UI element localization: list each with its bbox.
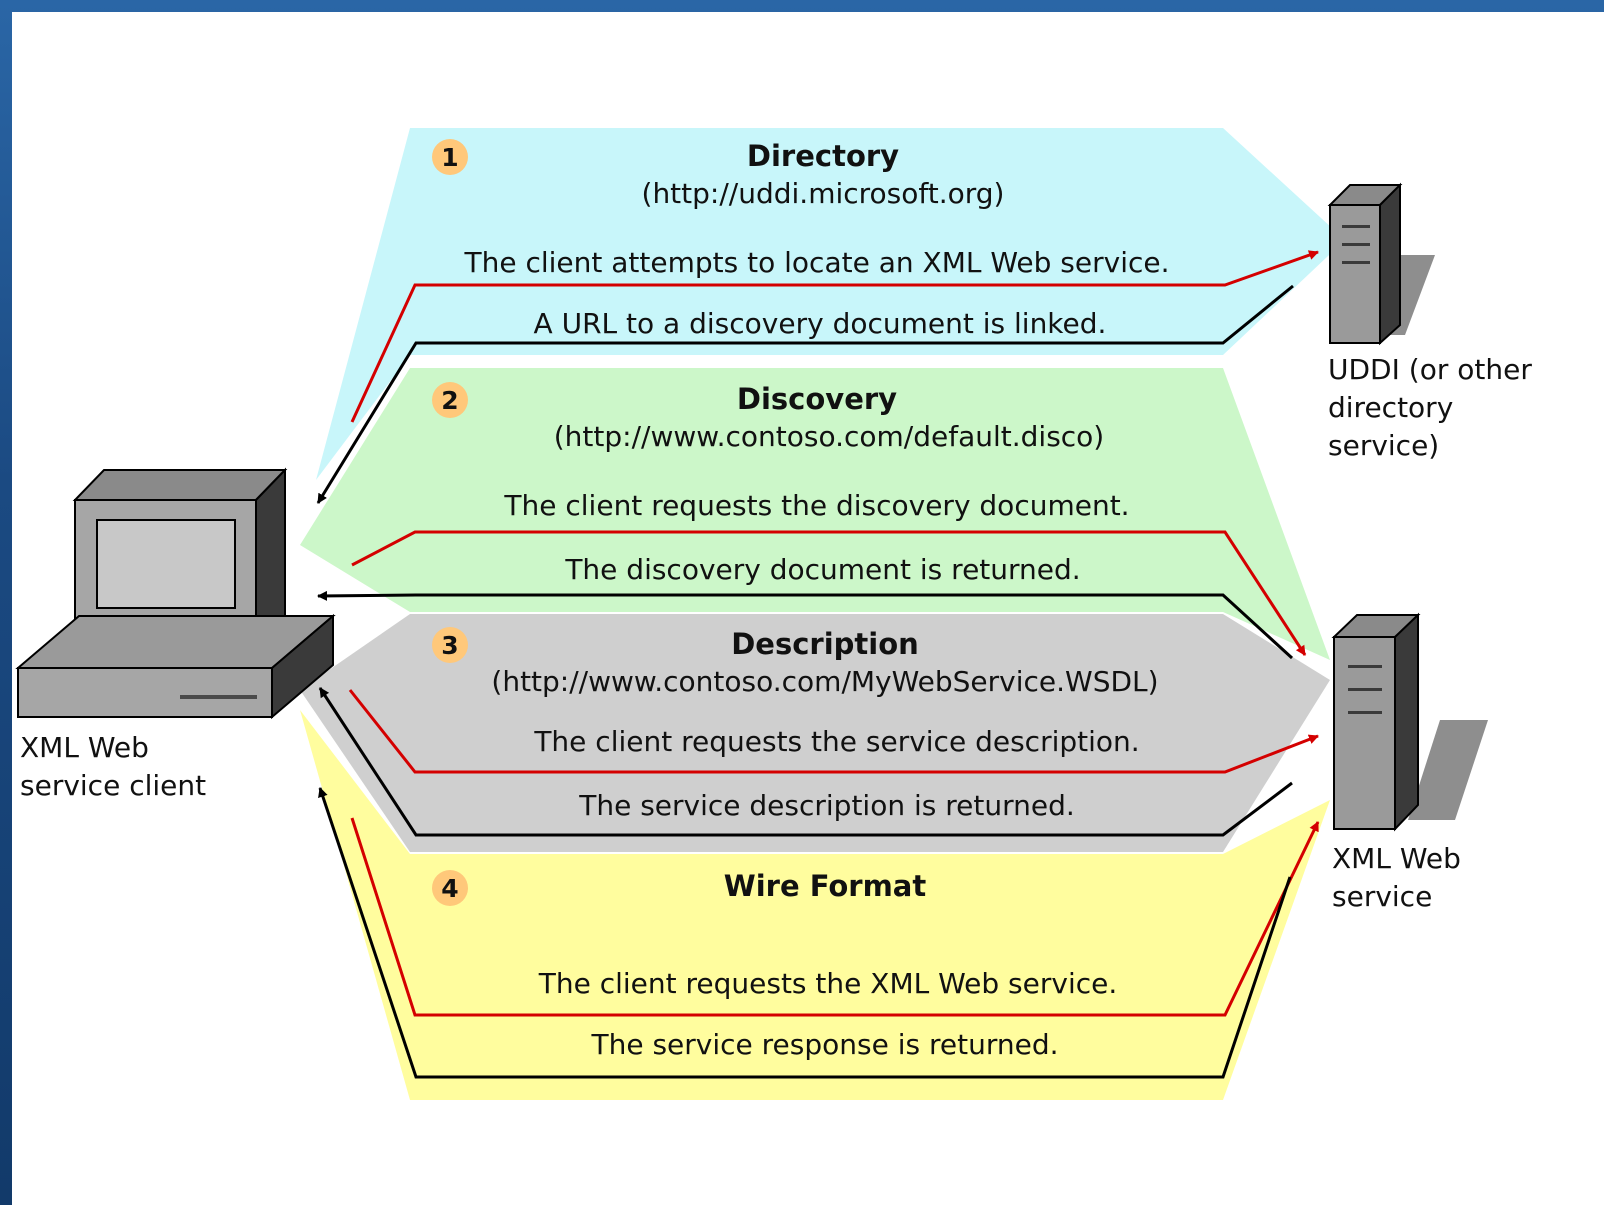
uddi-label-line-1: UDDI (or other (1328, 353, 1532, 386)
step-3-badge: 3 (432, 627, 468, 663)
directory-title: Directory (747, 139, 899, 173)
client-label-line-2: service client (20, 769, 206, 802)
description-band (300, 614, 1330, 852)
wire-response-arrow (318, 787, 1292, 1079)
wire-request-arrow (350, 817, 1320, 1017)
uddi-label-line-3: service) (1328, 429, 1439, 462)
description-request-arrow (348, 689, 1319, 774)
description-url: (http://www.contoso.com/MyWebService.WSD… (491, 665, 1158, 698)
web-service-label-line-1: XML Web (1332, 842, 1461, 875)
web-service-label-line-2: service (1332, 880, 1432, 913)
step-2-badge: 2 (432, 382, 468, 418)
directory-response-text: A URL to a discovery document is linked. (534, 307, 1107, 340)
discovery-url: (http://www.contoso.com/default.disco) (554, 420, 1104, 453)
description-title: Description (731, 627, 919, 661)
discovery-response-text: The discovery document is returned. (564, 553, 1080, 586)
wire-format-title: Wire Format (724, 869, 927, 903)
svg-text:1: 1 (441, 143, 458, 172)
uddi-label-line-2: directory (1328, 391, 1453, 424)
client-label-line-1: XML Web (20, 731, 149, 764)
step-1-badge: 1 (432, 139, 468, 175)
directory-response-arrow (316, 284, 1294, 504)
web-service-server-icon (1331, 612, 1488, 832)
discovery-request-text: The client requests the discovery docume… (503, 489, 1129, 522)
discovery-request-arrow (351, 530, 1307, 656)
svg-text:2: 2 (441, 386, 458, 415)
discovery-response-arrow (317, 590, 1294, 660)
wire-request-text: The client requests the XML Web service. (538, 967, 1118, 1000)
uddi-server-icon (1327, 182, 1435, 346)
directory-request-arrow (350, 250, 1319, 423)
wire-format-band (300, 710, 1330, 1100)
description-response-arrow (318, 687, 1293, 837)
directory-url: (http://uddi.microsoft.org) (642, 177, 1005, 210)
step-4-badge: 4 (432, 870, 468, 906)
svg-text:3: 3 (441, 631, 458, 660)
directory-band (316, 128, 1345, 480)
directory-request-text: The client attempts to locate an XML Web… (463, 246, 1169, 279)
description-request-text: The client requests the service descript… (533, 725, 1139, 758)
description-response-text: The service description is returned. (578, 789, 1075, 822)
discovery-title: Discovery (737, 382, 897, 416)
desktop-computer-icon (15, 467, 336, 720)
svg-text:4: 4 (441, 874, 458, 903)
discovery-band (300, 368, 1330, 660)
wire-response-text: The service response is returned. (590, 1028, 1058, 1061)
